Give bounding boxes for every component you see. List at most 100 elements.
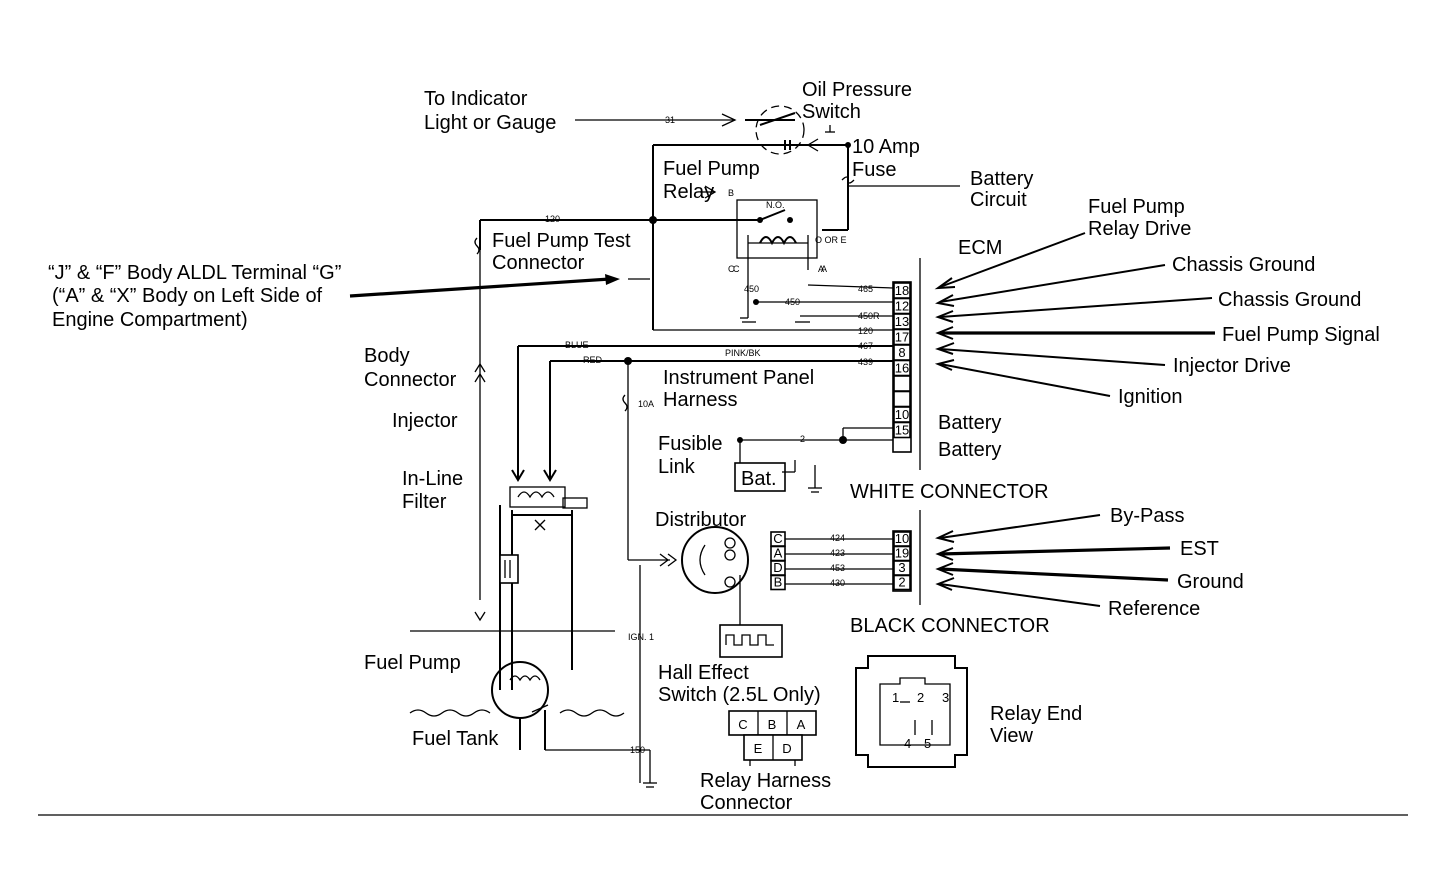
wire-453-label: 453 [830,563,845,573]
white-pin-7-cell [893,375,911,392]
fuel-pump-signal-label: Fuel Pump Signal [1222,324,1380,346]
test-connector-label-2: Connector [492,252,585,274]
distributor-pin-4-cell [770,574,786,591]
harness-pin-bottom-1: E [754,741,763,756]
battery-label-2: Battery [938,439,1001,461]
relay-pin-b: B [728,188,734,198]
wire-430-label: 430 [830,578,845,588]
wire-pinkbk-label: PINK/BK [725,348,761,358]
amp-fuse-label-2: Fuse [852,159,896,181]
injector-label: Injector [392,410,458,432]
to-indicator-label: To Indicator [424,88,528,110]
body-connector-label-2: Connector [364,369,457,391]
relay-end-pin-top-1: 1 [892,690,899,705]
aldl-label-3: Engine Compartment) [52,309,248,331]
relay-no-label: N.O. [766,200,785,210]
inline-filter-label: In-Line [402,468,463,490]
harness-pin-bottom-2: D [782,741,791,756]
distributor-pin-1: C [773,531,782,546]
relay-end-pin-bottom-2: 5 [924,736,931,751]
aldl-label-2: (“A” & “X” Body on Left Side of [52,285,323,307]
black-connector-label: BLACK CONNECTOR [850,615,1050,637]
body-connector-label: Body [364,345,410,367]
distributor-pin-3: D [773,560,782,575]
white-pin-3: 13 [895,314,909,329]
relay-power-feed: 120 [474,144,895,331]
relay-end-label: Relay End [990,703,1082,725]
black-pin-1: 10 [895,531,909,546]
black-pin-3: 3 [898,560,905,575]
relay-pin-a: A [818,264,824,274]
to-indicator-label-2: Light or Gauge [424,112,556,134]
battery-label: Battery [938,412,1001,434]
wire-ign-label: IGN. 1 [628,632,654,642]
fusible-link-label-2: Link [658,456,696,478]
distributor-label: Distributor [655,509,746,531]
reference-label: Reference [1108,598,1200,620]
bypass-label: By-Pass [1110,505,1184,527]
wire-424-label: 424 [830,533,845,543]
harness-pin-top-3: A [797,717,806,732]
distributor-icon [681,526,749,594]
relay-end-view [855,655,968,768]
ignition-label: Ignition [1118,386,1183,408]
square-wave-icon [725,634,774,646]
ecm-label: ECM [958,237,1002,259]
aldl-label: “J” & “F” Body ALDL Terminal “G” [48,262,341,284]
inline-filter-icon [499,554,519,584]
injector-icon [509,486,566,508]
ip-harness-label: Instrument Panel [663,367,814,389]
white-pin-8-cell [893,390,911,408]
distributor [681,526,749,625]
wire-10a-label: 10A [638,399,654,409]
wire-450a-label: 450 [744,284,759,294]
white-pin-5: 8 [898,345,905,360]
white-pin-10: 15 [895,423,909,438]
fusible-link-label: Fusible [658,433,722,455]
fuel-pump-label: Fuel Pump [364,652,461,674]
white-pin-4: 17 [895,330,909,345]
fuel-pump-relay-label-2: Relay [663,181,714,203]
indicator-wire: 31 [575,113,737,127]
oil-pressure-label: Oil Pressure [802,79,912,101]
white-pin-6: 16 [895,361,909,376]
distributor-pin-4: B [774,575,783,590]
chassis-ground-label-2: Chassis Ground [1218,289,1361,311]
injector-drive-label: Injector Drive [1173,355,1291,377]
relay-end-pin-top-3: 3 [942,690,949,705]
fuse-and-battery-circuit [805,138,960,231]
black-pin-4-cell [893,574,911,591]
ip-harness-label-2: Harness [663,389,737,411]
wire-2-label: 2 [800,434,805,444]
battery-circuit-label: Battery [970,168,1033,190]
aldl-arrow [349,274,650,298]
test-connector-label: Fuel Pump Test [492,230,631,252]
relay-coil-icon [759,236,797,246]
wire-467-label: 467 [858,341,873,351]
white-pin-2: 12 [895,299,909,314]
wire-31-label: 31 [665,115,675,125]
white-pin-9: 10 [895,407,909,422]
injector-wiring [509,346,588,531]
relay-harness-label: Relay Harness [700,770,831,792]
wire-red-label: RED [583,355,603,365]
est-label: EST [1180,538,1219,560]
black-pin-2: 19 [895,546,909,561]
black-connector-wires: 424 423 453 430 [785,533,893,588]
fuel-pump-relay: N.O. O OR E C A [700,185,847,274]
white-pin-1: 18 [895,283,909,298]
white-pin-10-cell [893,421,911,439]
bat-label: Bat. [741,468,777,490]
body-connector [474,250,486,622]
svg-text:A: A [821,264,827,274]
relay-end-pin-bottom-1: 4 [904,736,911,751]
hall-effect-label-2: Switch (2.5L Only) [658,684,821,706]
battery-circuit-label-2: Circuit [970,189,1027,211]
relay-drive-label-2: Relay Drive [1088,218,1191,240]
oil-pressure-label-2: Switch [802,101,861,123]
